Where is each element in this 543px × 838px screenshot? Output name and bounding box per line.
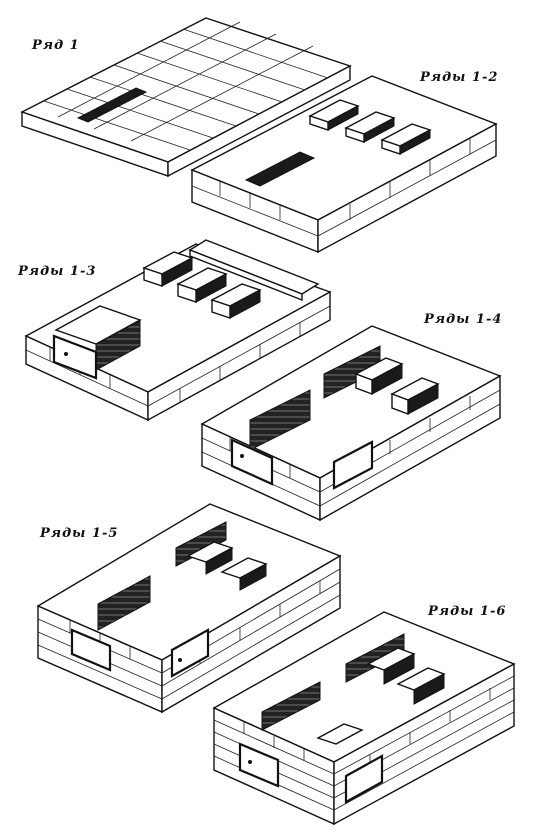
label-row-1: Ряд 1 <box>32 38 80 53</box>
label-rows-1-4: Ряды 1-4 <box>424 312 503 327</box>
label-rows-1-5: Ряды 1-5 <box>40 526 119 541</box>
label-rows-1-3: Ряды 1-3 <box>18 264 97 279</box>
stage-rows-1-3 <box>24 239 332 422</box>
label-rows-1-2: Ряды 1-2 <box>420 70 499 85</box>
stage-rows-1-4 <box>200 325 502 522</box>
stage-rows-1-6 <box>212 611 516 826</box>
stage-rows-1-2 <box>190 75 498 254</box>
label-rows-1-6: Ряды 1-6 <box>428 604 507 619</box>
stage-row-1 <box>20 17 352 178</box>
stage-rows-1-5 <box>36 503 342 714</box>
